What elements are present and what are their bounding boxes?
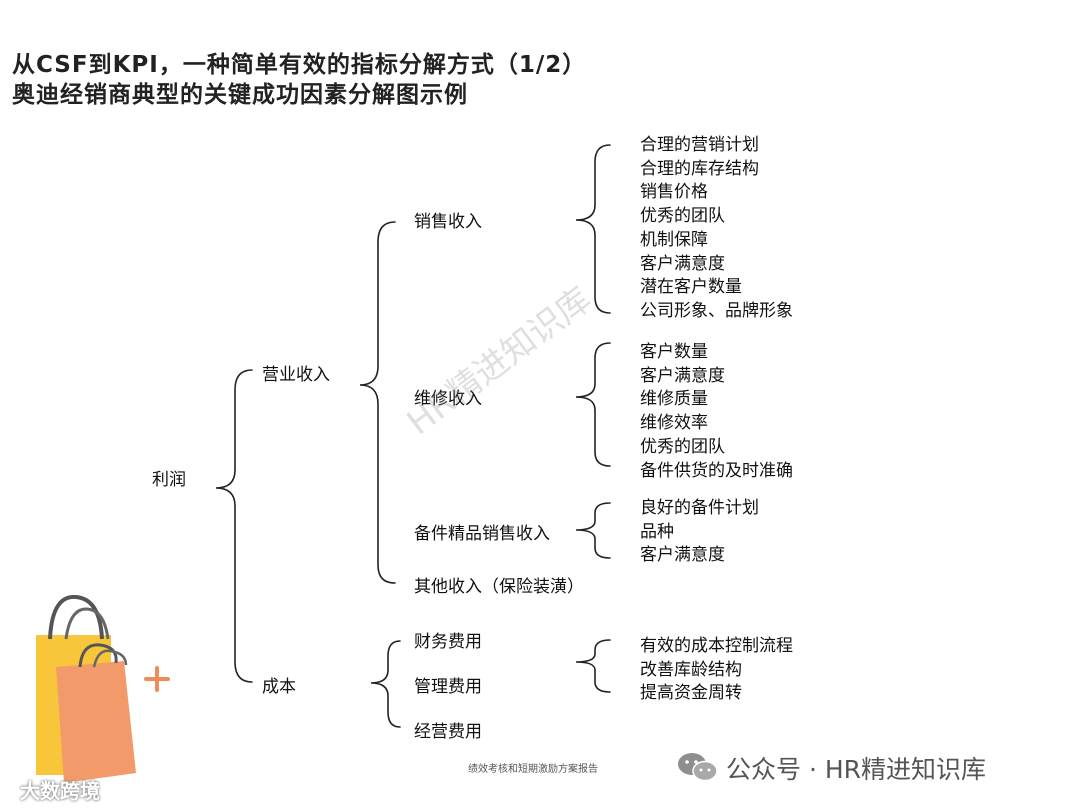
node-admin-cost: 管理费用 [414, 677, 482, 697]
sales-factors-list: 合理的营销计划 合理的库存结构 销售价格 优秀的团队 机制保障 客户满意度 潜在… [640, 134, 793, 324]
footer-note: 绩效考核和短期激励方案报告 [468, 764, 598, 775]
list-item: 有效的成本控制流程 [640, 636, 793, 656]
list-item: 备件供货的及时准确 [640, 460, 793, 481]
list-item: 改善库龄结构 [640, 659, 742, 680]
brace-repair [575, 342, 611, 467]
list-item: 机制保障 [640, 229, 708, 250]
list-item: 提高资金周转 [640, 683, 742, 704]
shopping-bag-icon [36, 595, 170, 783]
list-item: 销售价格 [640, 182, 708, 203]
repair-factors-list: 客户数量 客户满意度 维修质量 维修效率 优秀的团队 备件供货的及时准确 [640, 341, 793, 483]
list-item: 维修效率 [640, 413, 708, 434]
node-operating-cost: 经营费用 [414, 722, 482, 742]
list-item: 合理的库存结构 [640, 158, 759, 179]
parts-factors-list: 良好的备件计划 品种 客户满意度 [640, 497, 759, 568]
list-item: 客户满意度 [640, 365, 725, 386]
brace-cost [370, 640, 401, 728]
wechat-icon [678, 753, 718, 782]
node-operating-revenue: 营业收入 [262, 365, 330, 385]
list-item: 公司形象、品牌形象 [640, 300, 793, 321]
list-item: 维修质量 [640, 389, 708, 410]
list-item: 合理的营销计划 [640, 135, 759, 155]
list-item: 品种 [640, 521, 674, 542]
brand-text: 公众号 · HR精进知识库 [726, 755, 987, 784]
node-repair-revenue: 维修收入 [414, 389, 482, 409]
list-item: 潜在客户数量 [640, 277, 742, 298]
brace-sales [575, 144, 611, 314]
node-sales-revenue: 销售收入 [414, 212, 482, 232]
node-parts-revenue: 备件精品销售收入 [414, 524, 550, 544]
brace-cost-factors [575, 639, 611, 693]
brace-parts [575, 502, 611, 559]
node-finance-cost: 财务费用 [414, 632, 482, 652]
cost-factors-list: 有效的成本控制流程 改善库龄结构 提高资金周转 [640, 635, 793, 706]
list-item: 优秀的团队 [640, 436, 725, 457]
brace-root [215, 369, 253, 683]
node-other-revenue: 其他收入（保险装潢） [414, 577, 584, 597]
list-item: 客户满意度 [640, 545, 725, 566]
page-subtitle: 奥迪经销商典型的关键成功因素分解图示例 [12, 82, 468, 108]
list-item: 客户数量 [640, 342, 708, 362]
list-item: 优秀的团队 [640, 206, 725, 227]
list-item: 客户满意度 [640, 253, 725, 274]
node-cost: 成本 [262, 677, 296, 697]
page-title: 从CSF到KPI，一种简单有效的指标分解方式（1/2） [12, 52, 587, 78]
list-item: 良好的备件计划 [640, 498, 759, 518]
tree-root: 利润 [152, 470, 186, 490]
brace-revenue [359, 221, 396, 584]
corner-logo: 大数跨境 [20, 779, 100, 803]
